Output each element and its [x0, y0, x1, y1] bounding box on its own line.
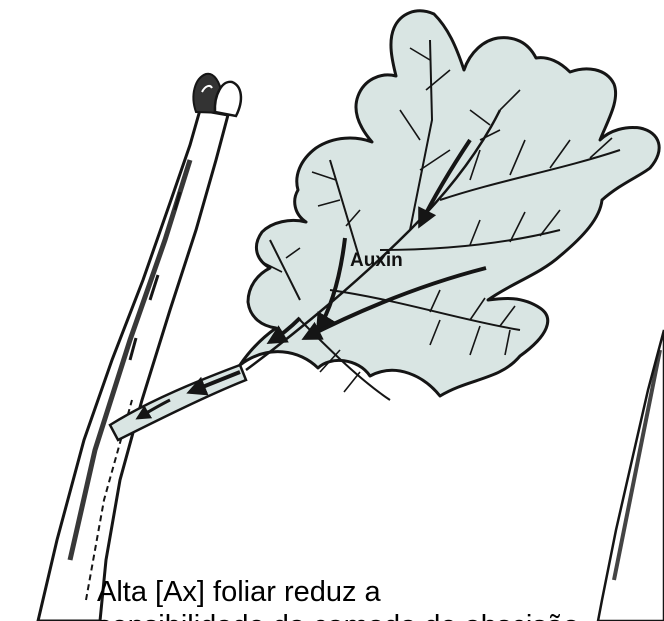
caption: Alta [Ax] foliar reduz a sensibilidade d… — [97, 575, 637, 621]
caption-line-2: sensibilidade da camada de abscisão — [97, 609, 637, 621]
stem — [38, 110, 228, 621]
oak-leaf — [240, 11, 659, 400]
caption-line-1: Alta [Ax] foliar reduz a — [97, 575, 637, 609]
terminal-bud — [193, 74, 241, 116]
auxin-label: Auxin — [350, 250, 403, 271]
